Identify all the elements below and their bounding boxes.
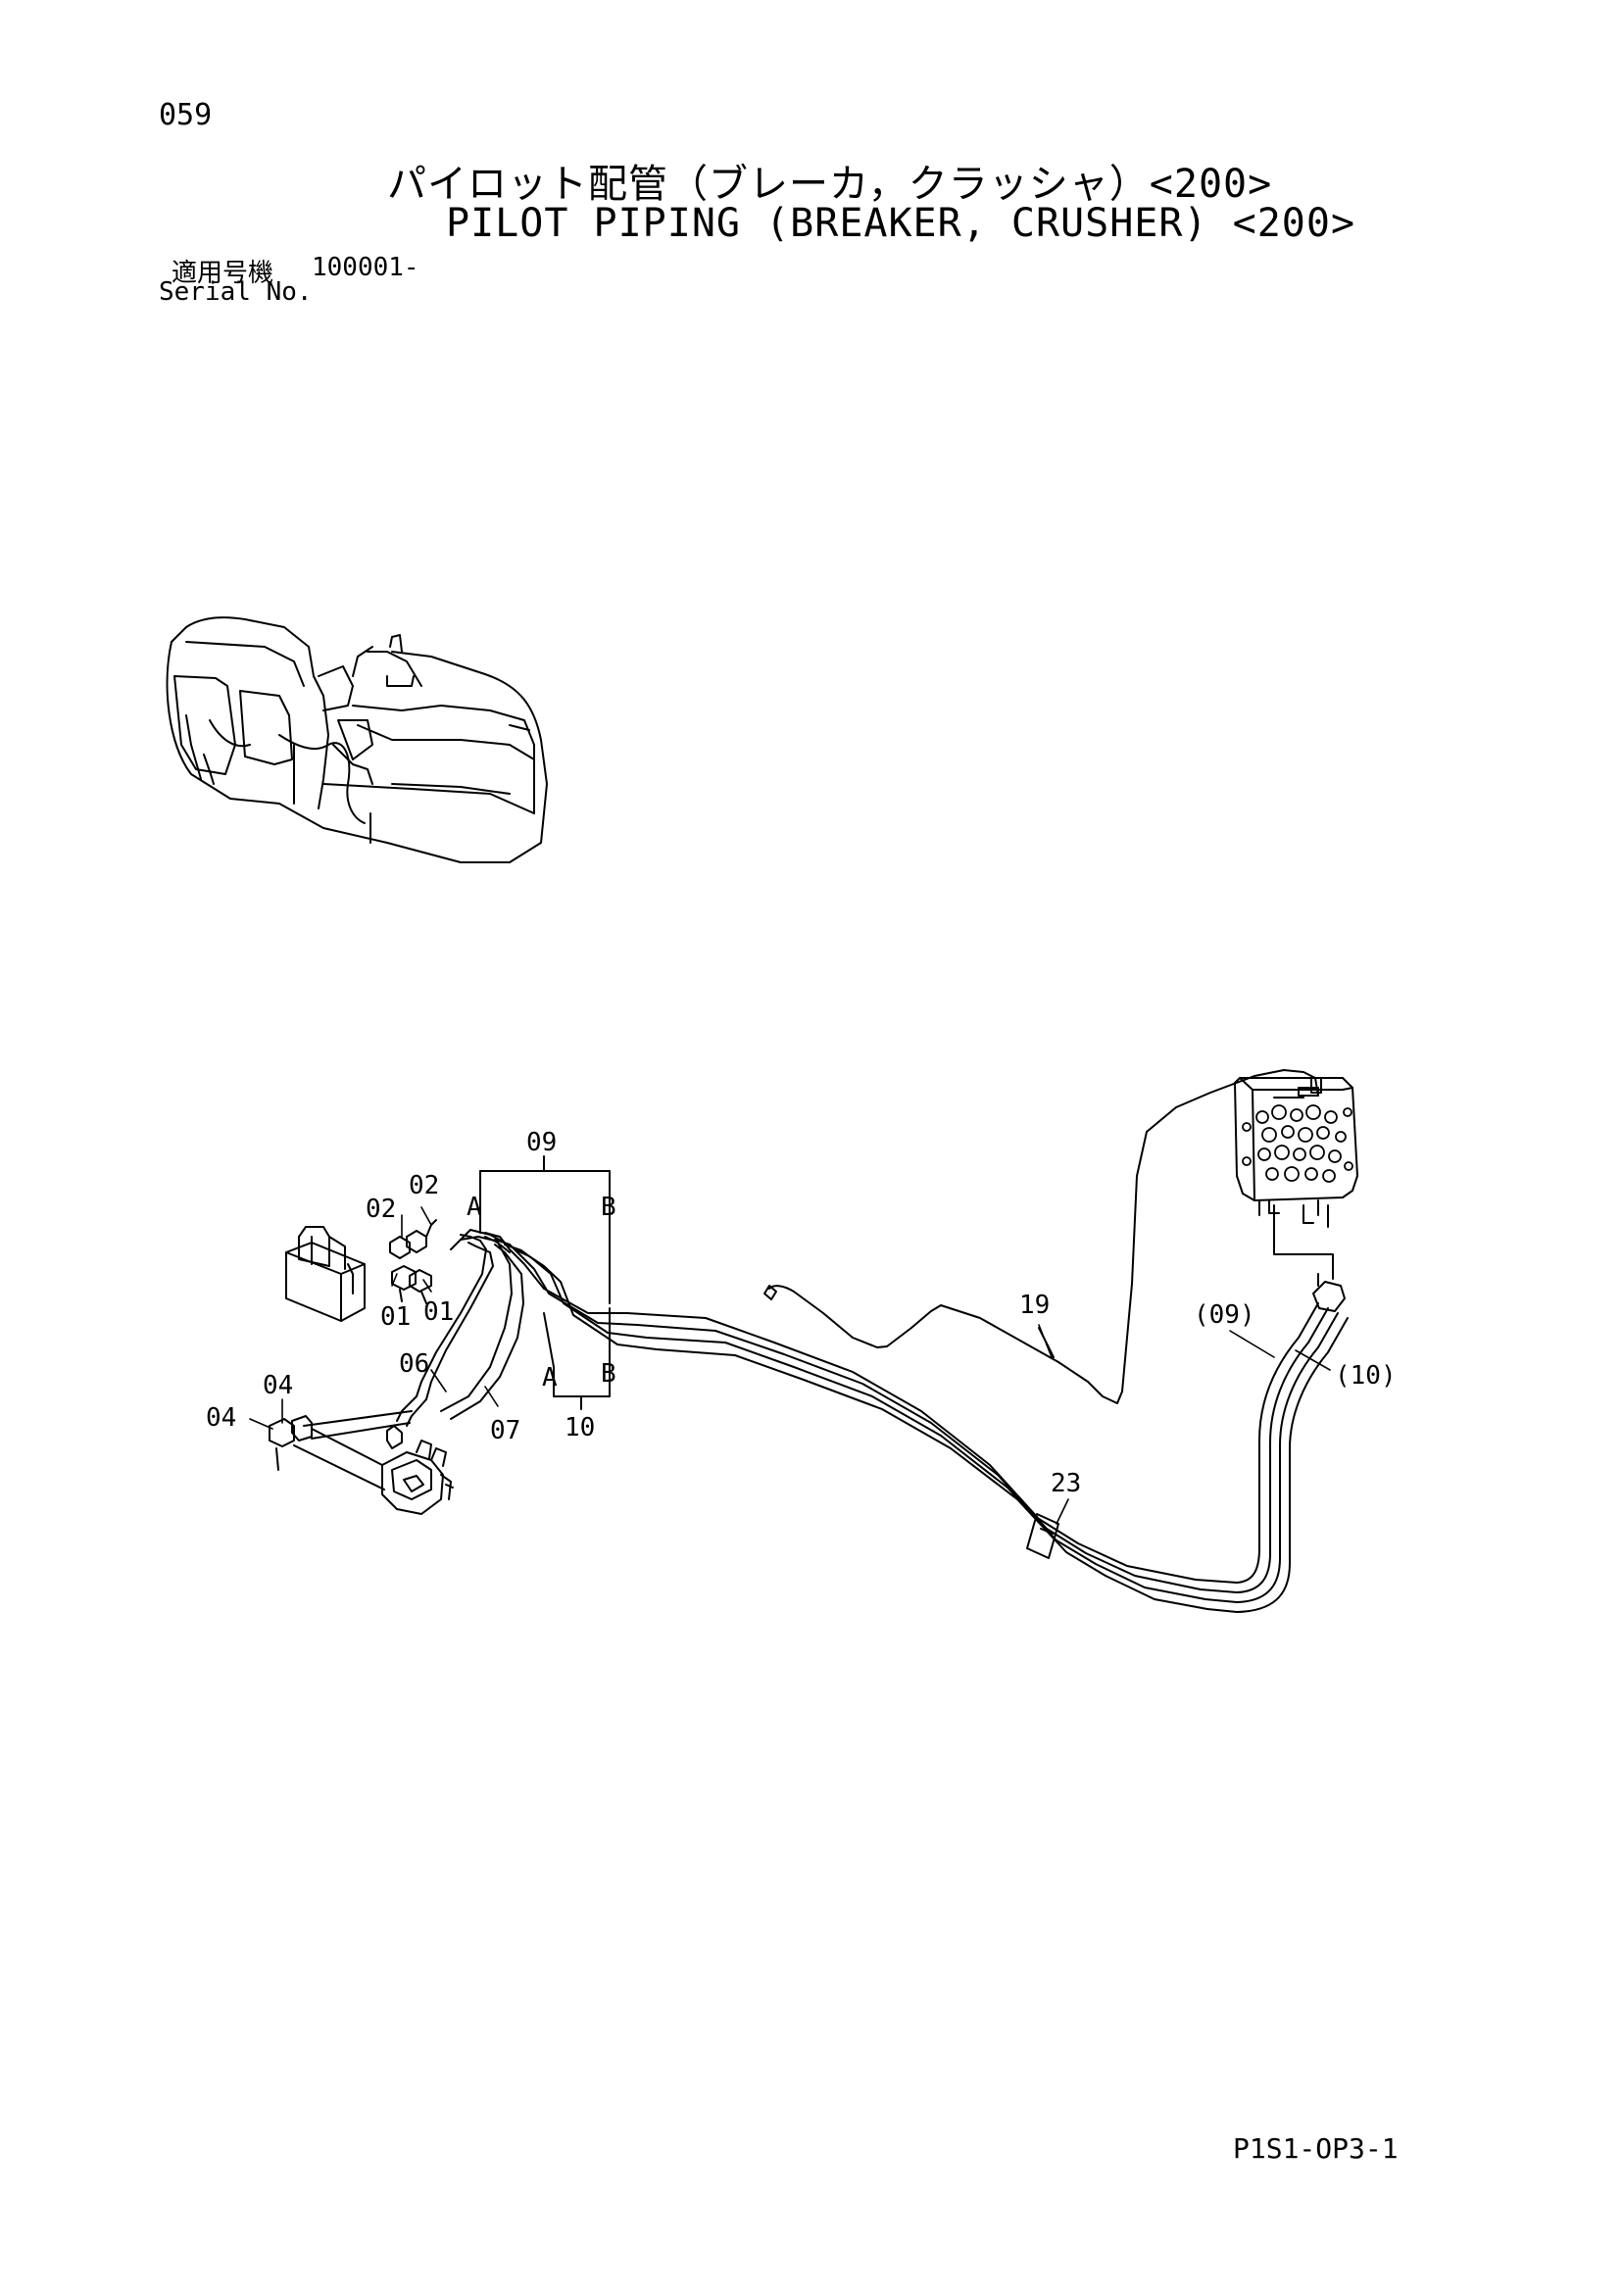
callout-02-right: 02 [409, 1171, 439, 1200]
callout-09-paren: (09) [1194, 1300, 1255, 1330]
page-title-japanese: パイロット配管（ブレーカ，クラッシャ）<200> [387, 162, 1273, 207]
port-bracket-09 [479, 1155, 611, 1304]
port-b-top: B [601, 1193, 616, 1222]
callout-01-left: 01 [380, 1302, 411, 1332]
drawing-code: P1S1-OP3-1 [1233, 2132, 1399, 2165]
solenoid-valve-block [1234, 1077, 1358, 1275]
pilot-valve-block [285, 1226, 366, 1322]
callout-10-paren: (10) [1335, 1361, 1397, 1391]
callout-04-top: 04 [263, 1371, 293, 1400]
callout-19: 19 [1019, 1291, 1050, 1320]
pilot-line-19 [763, 1069, 1322, 1404]
elbow-fittings-01-02 [389, 1219, 437, 1304]
page-title-english: PILOT PIPING (BREAKER, CRUSHER) <200> [446, 201, 1356, 246]
callout-labels: 02 02 01 01 06 07 04 04 09 10 A B A B 19… [206, 1128, 1397, 1498]
callout-01-right: 01 [423, 1297, 454, 1327]
page-number: 059 [159, 98, 213, 132]
port-a-top: A [467, 1193, 482, 1222]
hoses-06-07 [303, 1234, 524, 1440]
excavator-overview-illustration [166, 616, 548, 863]
callout-leaders [249, 1206, 1331, 1525]
callout-06: 06 [399, 1349, 429, 1379]
left-control-valve [381, 1440, 454, 1515]
callout-09: 09 [526, 1128, 557, 1157]
callout-23: 23 [1051, 1469, 1081, 1498]
callout-10: 10 [565, 1413, 595, 1442]
callout-07: 07 [490, 1416, 520, 1445]
port-bracket-10 [543, 1307, 611, 1410]
serial-label-japanese: 適用号機 [172, 259, 274, 288]
callout-02-left: 02 [366, 1195, 396, 1224]
serial-value: 100001- [312, 253, 419, 282]
port-a-bottom: A [542, 1363, 558, 1392]
port-b-bottom: B [601, 1359, 616, 1389]
serial-label-english: Serial No. [159, 277, 313, 307]
callout-04-left: 04 [206, 1403, 236, 1433]
